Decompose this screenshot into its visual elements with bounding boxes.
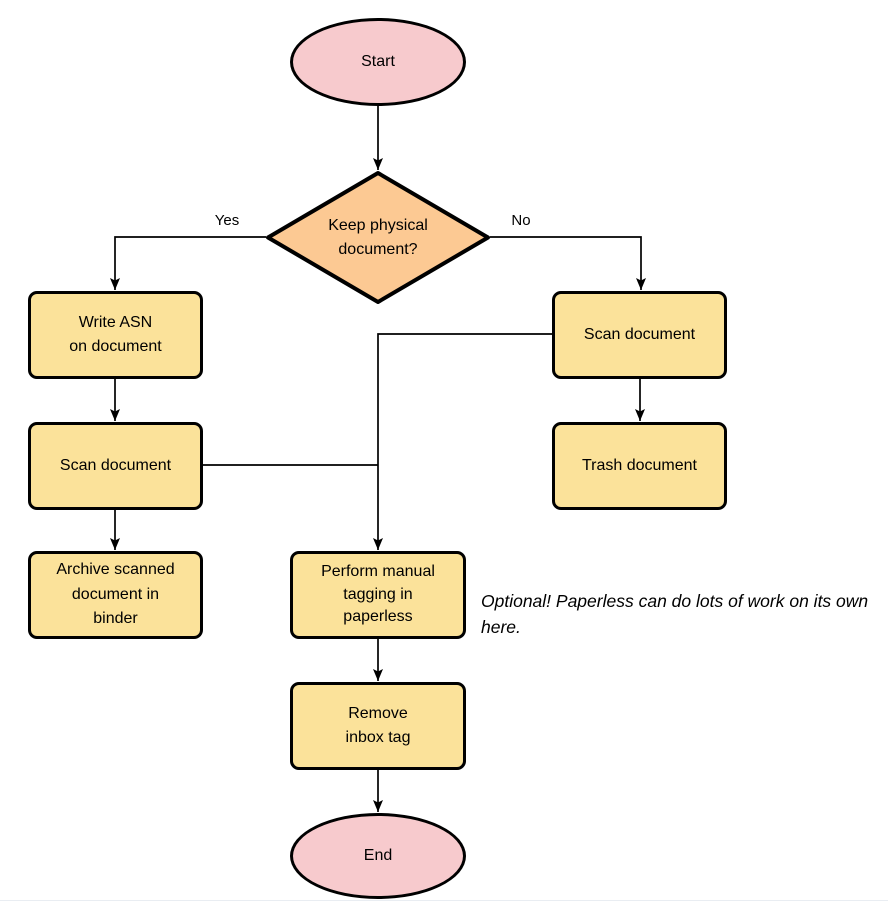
node-scan-left-label: Scan document (59, 457, 172, 474)
node-start: Start (290, 18, 466, 106)
node-tagging: Perform manual tagging in paperless (290, 551, 466, 639)
node-decision-label: Keep physical document? (328, 216, 428, 258)
node-tagging-label: Perform manual tagging in paperless (321, 563, 435, 626)
decision-diamond-shape (266, 171, 490, 304)
node-trash: Trash document (552, 422, 727, 510)
edge-label-no: No (511, 212, 531, 229)
edge-scan-right-to-tagging (373, 333, 552, 550)
node-trash-label: Trash document (581, 457, 697, 474)
edge-label-yes: Yes (214, 212, 240, 229)
node-archive-label: Archive scanned document in binder (56, 560, 175, 628)
page-bottom-divider (0, 900, 888, 901)
edge-decision-yes-to-write-asn (110, 236, 266, 290)
node-scan-right: Scan document (552, 291, 727, 379)
node-end: End (290, 813, 466, 899)
node-remove-tag: Remove inbox tag (290, 682, 466, 770)
node-archive: Archive scanned document in binder (28, 551, 203, 639)
node-end-label: End (363, 847, 393, 864)
node-write-asn: Write ASN on document (28, 291, 203, 379)
node-write-asn-label: Write ASN on document (69, 314, 162, 355)
node-start-label: Start (361, 53, 395, 70)
node-decision: Keep physical document? (264, 170, 492, 305)
edge-decision-no-to-scan-right (490, 236, 646, 290)
node-remove-tag-label: Remove inbox tag (345, 705, 411, 746)
node-scan-right-label: Scan document (583, 326, 696, 343)
node-scan-left: Scan document (28, 422, 203, 510)
annotation-optional-note: Optional! Paperless can do lots of work … (481, 591, 869, 637)
